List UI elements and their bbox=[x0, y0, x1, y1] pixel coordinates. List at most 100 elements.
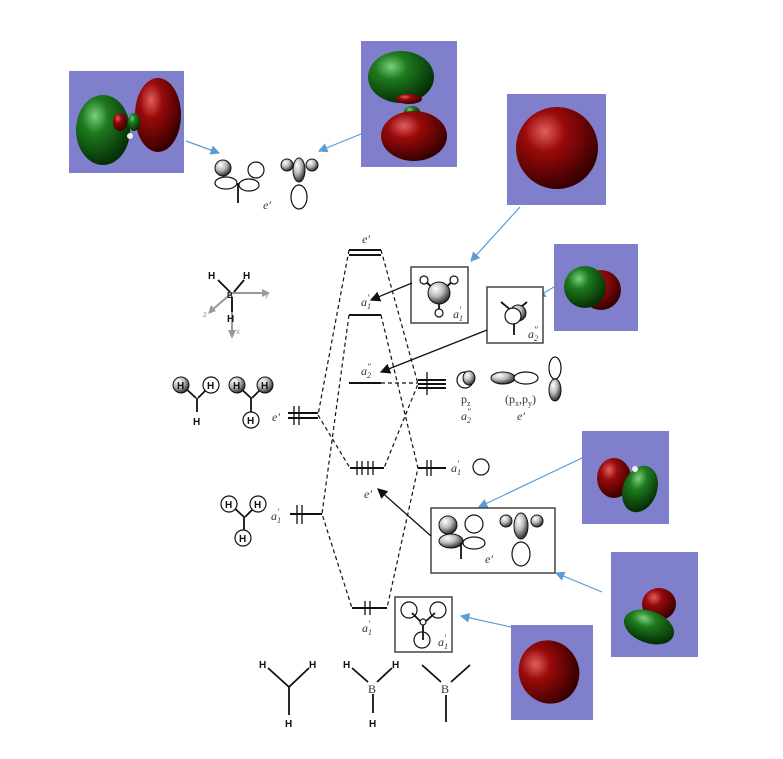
label-sup: ′ bbox=[444, 633, 447, 643]
structure-boron-fragment: B bbox=[421, 664, 471, 722]
mo-level-a2-double-prime: a2″ bbox=[349, 362, 381, 384]
boron-level-2s: a1′ bbox=[418, 458, 490, 477]
atom-h: H bbox=[259, 660, 266, 671]
h3-salc-e-prime-sketches: H H H H H H bbox=[172, 376, 274, 429]
label-e-prime: e′ bbox=[272, 410, 280, 424]
atom-h: H bbox=[233, 381, 240, 392]
box-a1-prime-bonding: a1′ bbox=[394, 596, 453, 653]
pointer-arrows bbox=[369, 282, 488, 537]
mo-render-e-prime-bonding-2 bbox=[611, 552, 698, 657]
atom-h: H bbox=[193, 417, 200, 428]
label-sup: ′ bbox=[277, 507, 280, 517]
svg-text:a1′: a1′ bbox=[362, 619, 372, 637]
label-sup: ″ bbox=[467, 407, 471, 417]
label-a: a bbox=[461, 409, 467, 423]
label-a: a bbox=[453, 307, 459, 321]
svg-text:a1′: a1′ bbox=[271, 507, 281, 525]
mo-render-a1-prime-antibonding bbox=[507, 94, 606, 205]
atom-h: H bbox=[208, 271, 215, 282]
label-sub: x bbox=[515, 399, 519, 408]
atom-h: H bbox=[343, 660, 350, 671]
atom-b: B bbox=[368, 682, 376, 696]
label-sub: 1 bbox=[277, 516, 281, 525]
mo-level-a1-prime-antibonding: a1′ bbox=[349, 293, 381, 316]
callout-arrows bbox=[185, 133, 603, 628]
atom-h: H bbox=[369, 719, 376, 730]
svg-text:a2″: a2″ bbox=[461, 407, 471, 425]
label-sub: 1 bbox=[457, 468, 461, 477]
svg-text:a1′: a1′ bbox=[438, 633, 448, 651]
label-a: a bbox=[361, 295, 367, 309]
label-sub: 1 bbox=[368, 628, 372, 637]
svg-text:a1′: a1′ bbox=[453, 305, 463, 323]
label-sub: 2 bbox=[467, 416, 471, 425]
label-sep: ,p bbox=[519, 392, 528, 406]
label-p: (p bbox=[505, 392, 515, 406]
label-close: ) bbox=[532, 392, 536, 406]
h3-level-a1-prime: a1′ bbox=[271, 505, 322, 525]
svg-text:a2″: a2″ bbox=[528, 325, 538, 343]
label-sub: 1 bbox=[367, 302, 371, 311]
label-sup: ′ bbox=[457, 459, 460, 469]
atom-h: H bbox=[177, 381, 184, 392]
svg-text:a2″: a2″ bbox=[361, 362, 371, 380]
svg-text:a1′: a1′ bbox=[451, 459, 461, 477]
label-a: a bbox=[361, 364, 367, 378]
structure-bh3: H H B H bbox=[343, 660, 399, 730]
atom-h: H bbox=[309, 660, 316, 671]
atom-h: H bbox=[247, 416, 254, 427]
atom-h: H bbox=[254, 500, 261, 511]
mo-render-a2-double-prime bbox=[554, 244, 638, 331]
label-sup: ′ bbox=[459, 305, 462, 315]
axis-y-label: y bbox=[265, 290, 269, 299]
bh3-axes-structure: y z x H H B H bbox=[203, 271, 270, 339]
svg-text:a1′: a1′ bbox=[361, 293, 371, 311]
mo-render-a1-prime-bonding bbox=[511, 625, 593, 720]
atom-b: B bbox=[227, 291, 233, 300]
label-sub: 2 bbox=[534, 334, 538, 343]
label-sub: 2 bbox=[367, 371, 371, 380]
box-e-prime-bonding: e′ bbox=[430, 507, 556, 574]
mo-render-e-prime-2 bbox=[361, 41, 457, 167]
atom-h: H bbox=[207, 381, 214, 392]
label-sup: ′ bbox=[367, 293, 370, 303]
structure-h3-fragment: H H H bbox=[259, 660, 316, 730]
axis-z-label: z bbox=[203, 310, 207, 319]
label-e-prime: e′ bbox=[485, 552, 493, 566]
label-a: a bbox=[528, 327, 534, 341]
label-e-prime-top: e′ bbox=[263, 198, 271, 212]
label-a: a bbox=[362, 621, 368, 635]
label-sup: ″ bbox=[534, 325, 538, 335]
label-a: a bbox=[451, 461, 457, 475]
mo-render-e-prime-bonding-1 bbox=[582, 431, 669, 524]
atom-h: H bbox=[239, 534, 246, 545]
h3-level-e-prime: e′ bbox=[272, 406, 318, 425]
atom-h: H bbox=[243, 271, 250, 282]
atom-b: B bbox=[441, 682, 449, 696]
atom-h: H bbox=[261, 381, 268, 392]
atom-h: H bbox=[392, 660, 399, 671]
label-p: p bbox=[461, 392, 467, 406]
svg-text:(px,py): (px,py) bbox=[505, 392, 536, 408]
svg-text:pz: pz bbox=[461, 392, 471, 408]
atom-h: H bbox=[285, 719, 292, 730]
label-sup: ″ bbox=[367, 362, 371, 372]
label-sup: ′ bbox=[368, 619, 371, 629]
label-sub: y bbox=[528, 399, 532, 408]
label-sub: z bbox=[467, 399, 471, 408]
label-e-prime: e′ bbox=[364, 487, 372, 501]
e-prime-sketch-top: e′ bbox=[214, 157, 319, 212]
atom-h: H bbox=[225, 500, 232, 511]
h3-salc-a1-prime-sketch: H H H bbox=[220, 495, 267, 547]
boron-level-2p: pz a2″ (px,py) e′ bbox=[418, 356, 562, 425]
box-a2-double-prime: a2″ bbox=[486, 286, 544, 344]
mo-render-e-prime-1 bbox=[69, 71, 184, 173]
label-e-prime: e′ bbox=[517, 409, 525, 423]
mo-level-e-prime-antibonding: e′ bbox=[349, 232, 381, 256]
label-e-prime: e′ bbox=[362, 232, 370, 246]
mo-level-e-prime-bonding: e′ bbox=[350, 461, 384, 501]
label-sub: 1 bbox=[459, 314, 463, 323]
atom-h: H bbox=[227, 314, 234, 325]
